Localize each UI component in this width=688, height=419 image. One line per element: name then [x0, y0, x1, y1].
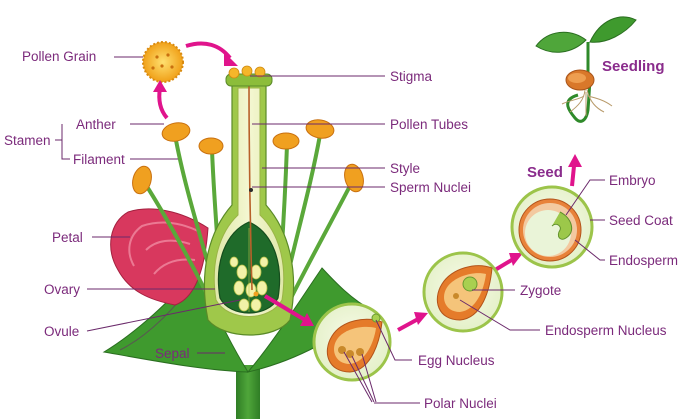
label-stigma: Stigma: [390, 69, 433, 84]
label-sperm-nuclei: Sperm Nuclei: [390, 180, 471, 195]
stigma-pollen: [228, 65, 266, 79]
heading-seedling: Seedling: [602, 58, 665, 75]
zygote-detail-circle: [422, 251, 504, 333]
ovule-detail-circle: [312, 302, 392, 382]
label-petal: Petal: [52, 230, 83, 245]
label-polar-nuclei: Polar Nuclei: [424, 396, 497, 411]
label-stamen: Stamen: [4, 133, 51, 148]
seedling-icon: [535, 16, 637, 123]
label-zygote: Zygote: [520, 283, 561, 298]
label-endosperm-nucleus: Endosperm Nucleus: [545, 323, 667, 338]
pollen-tube: [248, 81, 253, 291]
leader-lines: [55, 56, 605, 404]
label-pollen-grain: Pollen Grain: [22, 49, 96, 64]
label-seed-coat: Seed Coat: [609, 213, 673, 228]
label-sepal: Sepal: [155, 346, 190, 361]
label-anther: Anther: [76, 117, 116, 132]
label-egg-nucleus: Egg Nucleus: [418, 353, 495, 368]
stem: [236, 365, 260, 419]
label-filament: Filament: [73, 152, 125, 167]
label-ovary: Ovary: [44, 282, 80, 297]
label-endosperm: Endosperm: [609, 253, 678, 268]
label-pollen-tubes: Pollen Tubes: [390, 117, 468, 132]
label-ovule: Ovule: [44, 324, 79, 339]
pollen-grain-icon: [142, 41, 184, 83]
sperm-nuclei-dot: [249, 188, 253, 192]
label-embryo: Embryo: [609, 173, 656, 188]
egg-dot: [253, 291, 259, 297]
label-style: Style: [390, 161, 420, 176]
arrow-heads: [153, 52, 582, 326]
heading-seed: Seed: [527, 164, 563, 181]
seed-detail-circle: [510, 185, 594, 269]
